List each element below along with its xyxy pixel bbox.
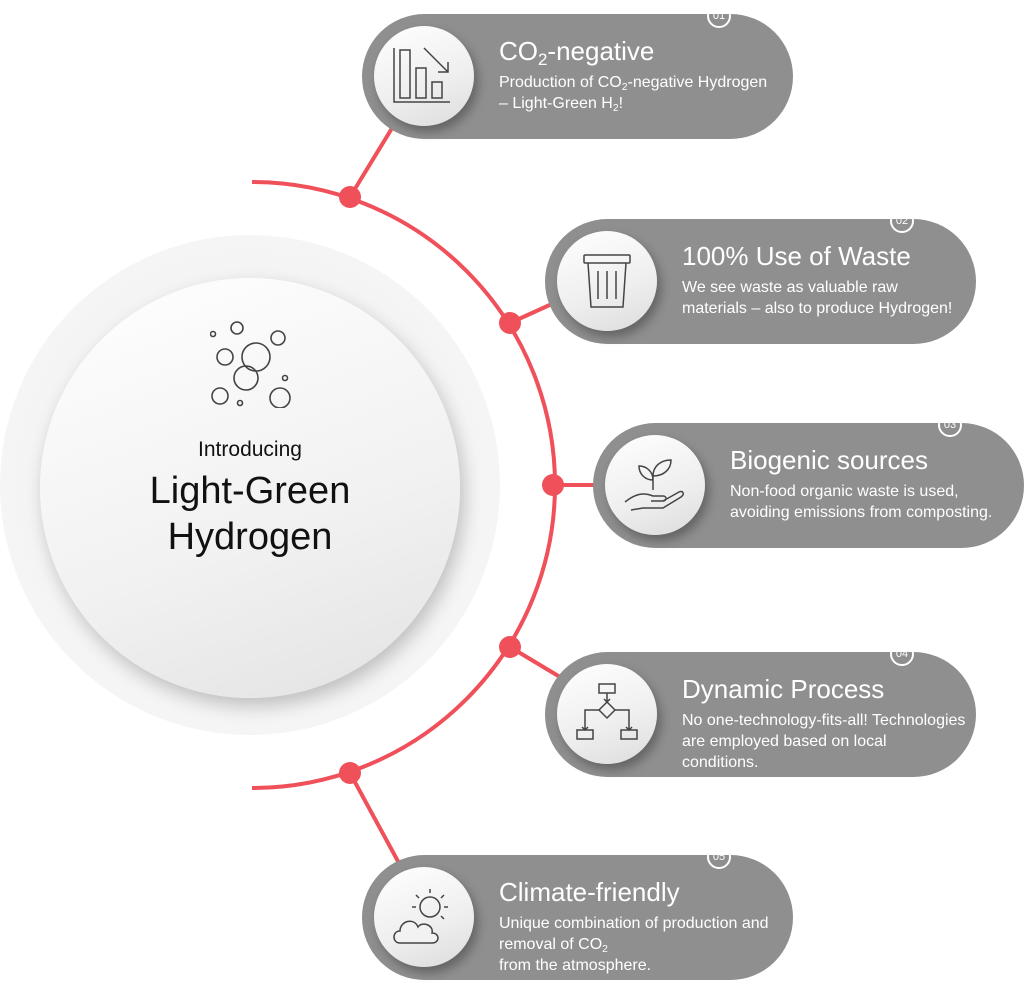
feature-card-waste: 02 100% Use of Waste We see waste as val… bbox=[545, 209, 976, 344]
center-title: Light-Green Hydrogen bbox=[40, 468, 460, 560]
feature-card-co2-negative: 01 CO2-negative Production of CO2-negati… bbox=[362, 4, 793, 139]
center-title-line2: Hydrogen bbox=[167, 516, 333, 558]
arc-dot bbox=[339, 762, 361, 784]
card-description: We see waste as valuable raw materials –… bbox=[682, 279, 953, 317]
intro-label: Introducing bbox=[198, 438, 302, 461]
step-number: 04 bbox=[890, 642, 914, 666]
center-title-line1: Light-Green bbox=[149, 470, 351, 512]
arc-dot bbox=[499, 312, 521, 334]
card-title: 100% Use of Waste bbox=[682, 241, 911, 271]
card-description: No one-technology-fits-all! Technologies… bbox=[682, 712, 966, 771]
card-description: Non-food organic waste is used, avoiding… bbox=[730, 483, 993, 521]
card-title: Biogenic sources bbox=[730, 445, 928, 475]
bubbles-icon bbox=[210, 321, 291, 408]
feature-card-biogenic: 03 Biogenic sources Non-food organic was… bbox=[593, 413, 1024, 548]
feature-card-dynamic-process: 04 Dynamic Process No one-technology-fit… bbox=[545, 642, 976, 777]
step-number: 03 bbox=[938, 413, 962, 437]
plant-in-hand-icon bbox=[605, 435, 705, 535]
card-description: Unique combination of production and rem… bbox=[499, 915, 769, 974]
bar-chart-decrease-icon bbox=[374, 26, 474, 126]
center-circle: Introducing Light-Green Hydrogen bbox=[40, 278, 460, 698]
step-number: 01 bbox=[707, 4, 731, 28]
arc-dot bbox=[339, 186, 361, 208]
card-description: Production of CO2-negative Hydrogen– Lig… bbox=[499, 74, 768, 115]
feature-card-climate-friendly: 05 Climate-friendly Unique combination o… bbox=[362, 845, 793, 980]
arc-dot bbox=[499, 636, 521, 658]
trash-bin-icon bbox=[557, 231, 657, 331]
card-title: Climate-friendly bbox=[499, 877, 680, 907]
flowchart-icon bbox=[557, 664, 657, 764]
step-number: 05 bbox=[707, 845, 731, 869]
step-number: 02 bbox=[890, 209, 914, 233]
sun-cloud-icon bbox=[374, 867, 474, 967]
arc-dot bbox=[542, 474, 564, 496]
card-title: Dynamic Process bbox=[682, 674, 885, 704]
card-title: CO2-negative bbox=[499, 36, 655, 70]
